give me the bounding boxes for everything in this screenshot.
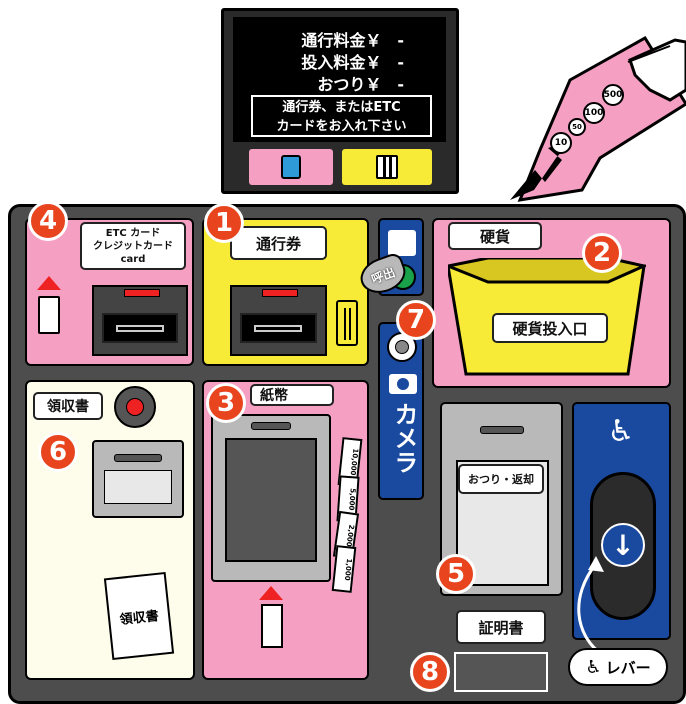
ticket-label: 通行券 [230,226,327,260]
lever-curve-arrow [564,556,624,656]
coin-100-label: 100 [585,108,604,118]
lever-badge: ♿ レバー [568,648,668,686]
camera-icon [389,374,417,394]
certificate-slot[interactable] [454,652,548,692]
bill-label: 紙幣 [250,384,334,406]
coin-slot-label: 硬貨投入口 [492,313,608,343]
ticket-slot-opening [240,313,317,343]
bill-denom-5000-label: 5,000 [347,488,357,511]
call-tag-label: 呼出 [369,263,397,287]
receipt-paper-label: 領収書 [119,605,160,628]
inserted-line: 投入料金￥ - [254,49,444,73]
coin-100-icon: 100 [583,102,605,124]
ticket-slot-light [262,289,298,297]
coin-50-icon: 50 [568,118,586,136]
insert-message: 通行券、またはETC カードをお入れ下さい [251,95,432,137]
ticket-card-icon [376,155,398,179]
coin-10-label: 10 [555,138,568,148]
etc-card-indicator [249,149,333,185]
receipt-paper-icon: 領収書 [104,572,174,660]
change-label: おつり・返却 [458,464,544,494]
lever-wheelchair-icon: ♿ [585,657,601,678]
receipt-label: 領収書 [33,392,103,420]
ticket-small-icon [336,300,358,346]
camera-panel: カメラ [378,322,424,500]
coin-10-icon: 10 [550,132,572,154]
lever-label: レバー [606,657,651,678]
wheelchair-icon: ♿ [604,414,638,450]
change-line: おつり￥ - [254,71,444,95]
etc-card-slot[interactable] [92,285,188,356]
bill-denom-2000-label: 2,000 [344,524,355,547]
card-icon [281,155,301,179]
camera-label: カメラ [388,402,418,474]
etc-card-slot-light [124,289,160,297]
bill-denom-1000-label: 1,000 [343,558,353,581]
coin-500-icon: 500 [602,84,624,106]
coin-header-label: 硬貨 [448,222,542,250]
marker-3: 3 [206,383,246,423]
coin-50-label: 50 [572,123,582,131]
ticket-indicator [342,149,432,185]
marker-5: 5 [436,554,476,594]
etc-card-small-icon [38,296,60,334]
bill-arrow-icon [259,586,283,600]
etc-card-arrow-icon [37,276,61,290]
receipt-slot[interactable] [92,440,184,518]
receipt-button[interactable] [114,386,156,428]
certificate-label: 証明書 [456,610,546,644]
marker-4: 4 [28,201,68,241]
coin-500-label: 500 [604,90,623,100]
marker-8: 8 [410,652,450,692]
display-panel: 通行料金￥ - 投入料金￥ - おつり￥ - 通行券、またはETC カードをお入… [221,8,459,194]
marker-7: 7 [396,300,436,340]
marker-1: 1 [204,203,244,243]
marker-6: 6 [38,432,78,472]
intercom-icon [388,230,416,256]
etc-card-slot-opening [102,313,178,343]
bill-small-icon [261,604,283,648]
bill-denom-10000-label: 10,000 [349,449,360,477]
etc-card-label: ETC カード クレジットカード card [80,222,186,270]
ticket-slot[interactable] [230,285,327,356]
fare-line: 通行料金￥ - [254,27,444,51]
marker-2: 2 [582,233,622,273]
bill-slot[interactable] [211,414,331,582]
